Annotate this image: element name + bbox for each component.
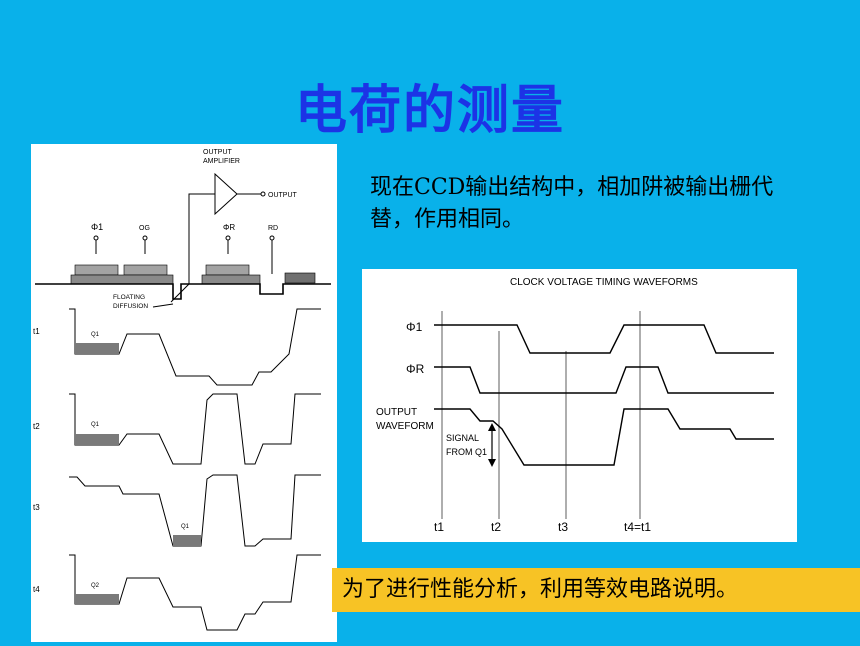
- charge-label-t2: Q1: [91, 422, 100, 428]
- signal-label-2: FROM Q1: [446, 447, 487, 457]
- gate-phir-label: ΦR: [223, 223, 235, 232]
- charge-q2-t4: [75, 594, 119, 604]
- gate-phir: [205, 264, 250, 276]
- ccd-output-structure-diagram: OUTPUT AMPLIFIER OUTPUT Φ1 OG ΦR RD FLOA…: [31, 144, 337, 642]
- label-phir: ΦR: [406, 362, 425, 376]
- note-banner: 为了进行性能分析，利用等效电路说明。: [332, 568, 860, 612]
- time-t4: t4=t1: [624, 520, 651, 534]
- row-label-t3: t3: [33, 503, 40, 512]
- time-t2: t2: [491, 520, 501, 534]
- signal-label-1: SIGNAL: [446, 433, 479, 443]
- gate-phi1-label: Φ1: [91, 222, 103, 232]
- timing-svg: CLOCK VOLTAGE TIMING WAVEFORMS Φ1 ΦR OUT…: [376, 277, 774, 534]
- waveform-phir: [434, 366, 774, 394]
- amplifier-triangle: [214, 172, 238, 216]
- label-phi1: Φ1: [406, 320, 423, 334]
- label-output-2: WAVEFORM: [376, 421, 434, 432]
- ccd-structure-svg: OUTPUT AMPLIFIER OUTPUT Φ1 OG ΦR RD FLOA…: [33, 149, 331, 631]
- amp-input-wire: [170, 193, 215, 303]
- contact-phir-dot: [225, 235, 231, 241]
- output-label: OUTPUT: [268, 192, 298, 199]
- signal-arrow-down: [488, 459, 496, 467]
- charge-q1-t3: [173, 535, 201, 546]
- potential-t2: [69, 393, 321, 465]
- row-label-t4: t4: [33, 585, 40, 594]
- fd-label-2: DIFFUSION: [113, 303, 148, 310]
- gate-rd-block: [284, 272, 316, 284]
- timing-waveform-diagram: CLOCK VOLTAGE TIMING WAVEFORMS Φ1 ΦR OUT…: [362, 269, 797, 542]
- row-label-t1: t1: [33, 327, 40, 336]
- oxide-left: [70, 274, 174, 285]
- charge-label-t1: Q1: [91, 332, 100, 338]
- time-t3: t3: [558, 520, 568, 534]
- amp-label-1: OUTPUT: [203, 149, 233, 156]
- description-text: 现在CCD输出结构中，相加阱被输出栅代替，作用相同。: [370, 175, 774, 232]
- waveform-phi1: [434, 324, 774, 354]
- contact-rd-dot: [269, 235, 275, 241]
- waveform-output: [434, 408, 774, 466]
- charge-label-t4: Q2: [91, 583, 100, 589]
- gate-og: [123, 264, 168, 276]
- charge-label-t3: Q1: [181, 524, 190, 530]
- gate-og-label: OG: [139, 225, 150, 232]
- fd-label-1: FLOATING: [113, 294, 145, 301]
- potential-t3: [69, 474, 321, 547]
- oxide-right: [201, 274, 261, 285]
- potential-t4: [69, 554, 321, 631]
- row-label-t2: t2: [33, 422, 40, 431]
- contact-og-dot: [142, 235, 148, 241]
- gate-rd-label: RD: [268, 225, 278, 232]
- charge-q1-t1: [75, 343, 119, 354]
- charge-q1-t2: [75, 434, 119, 445]
- time-t1: t1: [434, 520, 444, 534]
- output-terminal: [260, 191, 266, 197]
- timing-title: CLOCK VOLTAGE TIMING WAVEFORMS: [510, 277, 698, 288]
- slide-title: 电荷的测量: [294, 81, 565, 141]
- signal-arrow-up: [488, 423, 496, 431]
- label-output-1: OUTPUT: [376, 407, 417, 418]
- contact-phi1-dot: [93, 235, 99, 241]
- fd-pointer: [152, 303, 174, 308]
- amp-label-2: AMPLIFIER: [203, 158, 240, 165]
- substrate-surface: [35, 283, 331, 300]
- gate-phi1: [74, 264, 119, 276]
